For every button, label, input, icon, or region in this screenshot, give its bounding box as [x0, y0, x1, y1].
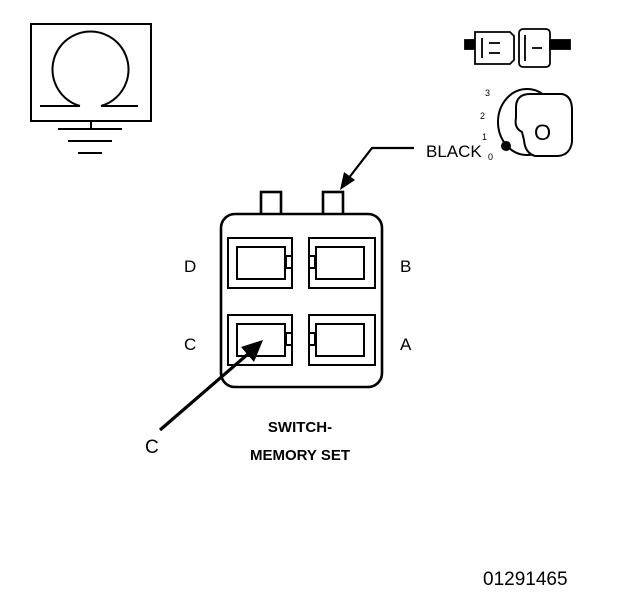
ignition-key-icon: O 3 2 1 0	[480, 88, 573, 162]
cavity-label-a: A	[400, 335, 412, 354]
key-letter: O	[534, 120, 551, 145]
key-position-0: 0	[488, 152, 493, 162]
connector-title-line2: MEMORY SET	[250, 447, 350, 464]
wire-color-label: BLACK	[426, 142, 482, 161]
cavity-label-c: C	[184, 335, 196, 354]
callout-label-c: C	[145, 437, 159, 458]
callout-arrow-c	[158, 340, 263, 432]
terminal-cavity-b	[308, 237, 376, 289]
wire-leader-arrow	[340, 146, 414, 190]
terminal-cavity-d	[227, 237, 293, 289]
cavity-label-b: B	[400, 257, 411, 276]
ohm-ground-icon	[30, 23, 152, 154]
terminal-cavity-c	[227, 314, 293, 366]
cavity-label-d: D	[184, 257, 196, 276]
key-position-3: 3	[485, 88, 490, 98]
figure-number: 01291465	[483, 569, 568, 590]
terminal-cavity-a	[308, 314, 376, 366]
key-position-2: 2	[480, 111, 485, 121]
connector-title-line1: SWITCH-	[268, 419, 332, 436]
key-position-1: 1	[482, 132, 487, 142]
connector-side-view-icon	[464, 28, 571, 68]
